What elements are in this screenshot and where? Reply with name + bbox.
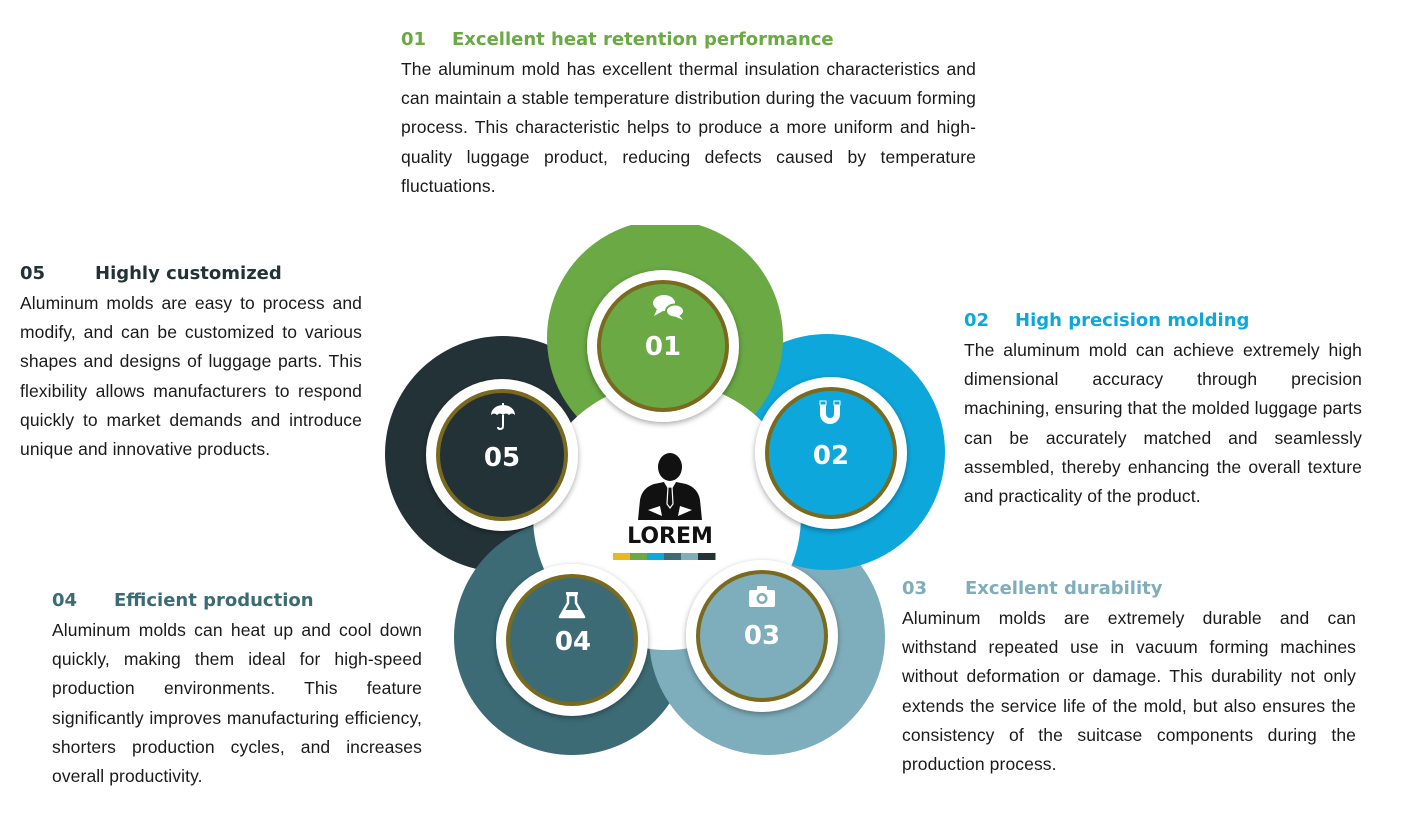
- step-03-text: Aluminum molds are extremely durable and…: [902, 608, 1356, 775]
- step-05-heading: 05 Highly customized: [20, 263, 362, 285]
- step-05-title: Highly customized: [95, 263, 282, 284]
- center-bar-segment: [613, 553, 631, 560]
- step-01-block: 01 Excellent heat retention performance T…: [401, 29, 976, 201]
- businessman-icon: [638, 453, 702, 520]
- step-04-text: Aluminum molds can heat up and cool down…: [52, 620, 422, 787]
- node-04-number: 04: [555, 627, 591, 657]
- node-04: [496, 564, 648, 716]
- center-bar-segment: [681, 553, 699, 560]
- node-01-number: 01: [645, 332, 681, 362]
- cycle-diagram: 01 02 03 04 05 LOREM: [385, 225, 945, 755]
- umbrella-icon: [491, 403, 515, 431]
- chat-bubbles-icon: [653, 295, 685, 320]
- node-02: [755, 377, 907, 529]
- step-01-heading-number: 01: [401, 29, 427, 50]
- step-05-text: Aluminum molds are easy to process and m…: [20, 293, 362, 460]
- step-03-heading: 03 Excellent durability: [902, 578, 1356, 600]
- step-02-text: The aluminum mold can achieve extremely …: [964, 340, 1362, 507]
- step-01-title: Excellent heat retention performance: [452, 29, 834, 50]
- step-01-text: The aluminum mold has excellent thermal …: [401, 59, 976, 196]
- camera-icon: [749, 586, 775, 607]
- node-05-number: 05: [484, 443, 520, 473]
- step-04-block: 04 Efficient production Aluminum molds ca…: [52, 590, 422, 791]
- center-bar-segment: [647, 553, 665, 560]
- step-01-heading: 01 Excellent heat retention performance: [401, 29, 976, 51]
- step-04-heading-number: 04: [52, 590, 78, 611]
- step-03-block: 03 Excellent durability Aluminum molds ar…: [902, 578, 1356, 779]
- magnet-icon: [819, 400, 841, 424]
- node-05: [426, 379, 578, 531]
- step-02-heading-number: 02: [964, 310, 990, 331]
- step-02-heading: 02 High precision molding: [964, 310, 1362, 332]
- center-bar-segment: [630, 553, 648, 560]
- step-05-block: 05 Highly customized Aluminum molds are e…: [20, 263, 362, 464]
- center-color-bar: [613, 553, 716, 560]
- node-01: [587, 270, 739, 422]
- center-bar-segment: [664, 553, 682, 560]
- center-bar-segment: [698, 553, 716, 560]
- node-02-number: 02: [813, 441, 849, 471]
- step-03-heading-number: 03: [902, 578, 928, 599]
- node-03-number: 03: [744, 621, 780, 651]
- step-03-title: Excellent durability: [965, 578, 1163, 599]
- step-02-title: High precision molding: [1015, 310, 1250, 331]
- step-05-heading-number: 05: [20, 263, 46, 284]
- center-label: LOREM: [627, 524, 713, 549]
- step-04-heading: 04 Efficient production: [52, 590, 422, 612]
- flask-icon: [558, 592, 586, 619]
- node-03: [686, 560, 838, 712]
- step-02-block: 02 High precision molding The aluminum mo…: [964, 310, 1362, 511]
- step-04-title: Efficient production: [114, 590, 314, 611]
